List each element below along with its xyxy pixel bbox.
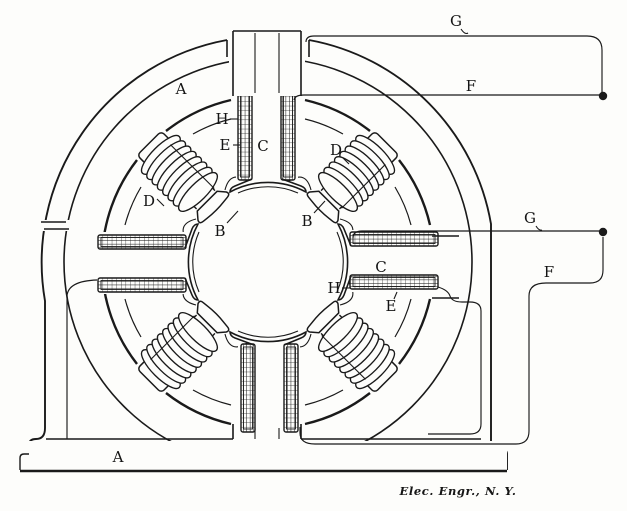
label-pole-tip-b-right: B (301, 212, 312, 230)
pole-north-root (232, 30, 302, 96)
pole-south (229, 330, 307, 435)
label-wire-g-top: G (450, 12, 462, 30)
ring-inner-contours (124, 118, 412, 406)
label-core-c-right: C (375, 258, 386, 276)
tick-d-ne (342, 157, 350, 165)
frame-top-gap-walls (226, 40, 310, 57)
coil-ne (300, 124, 406, 230)
terminal-top (598, 91, 608, 101)
label-coil-d-nw: D (143, 192, 155, 210)
labels: A A D D B B C C H E H E G F G F Elec. En… (112, 12, 555, 498)
pole-west (95, 223, 200, 301)
tick-e-right (393, 291, 398, 300)
label-wire-f-top: F (466, 77, 476, 95)
label-h-top: H (215, 110, 228, 128)
label-core-c-top: C (257, 137, 268, 155)
wire-f-top (293, 94, 600, 101)
tick-g-top (460, 28, 469, 35)
label-wire-f-right: F (544, 263, 554, 281)
tick-b-right (313, 200, 326, 214)
frame-joint (41, 221, 69, 230)
label-base-a: A (112, 448, 124, 466)
base (19, 438, 507, 473)
wire-g-right (352, 230, 599, 239)
pole-south-root (232, 424, 302, 439)
label-pole-tip-b-left: B (214, 222, 225, 240)
base-left-plinth (19, 453, 29, 470)
label-frame-a: A (175, 80, 187, 98)
label-e-top: E (220, 136, 231, 154)
tick-g-right (535, 225, 543, 231)
label-h-right: H (327, 279, 340, 297)
wire-g-top (305, 35, 603, 92)
wire-lower-coil (428, 286, 482, 435)
pole-east-root (432, 235, 459, 299)
tick-b-left (226, 210, 239, 224)
terminal-right (598, 227, 608, 237)
wire-f-right (299, 237, 604, 445)
label-coil-d-ne: D (330, 141, 342, 159)
coil-sw (130, 294, 236, 400)
frame-left-half (28, 39, 228, 470)
wire-west-coil (66, 279, 98, 439)
tick-d-nw (156, 198, 165, 207)
circuit-wires (66, 35, 608, 445)
label-e-right: E (386, 297, 397, 315)
pole-east (336, 223, 441, 301)
figure-caption: Elec. Engr., N. Y. (399, 484, 517, 498)
label-wire-g-right: G (524, 209, 536, 227)
leader-ticks (156, 28, 543, 300)
ink-layer (19, 28, 608, 473)
